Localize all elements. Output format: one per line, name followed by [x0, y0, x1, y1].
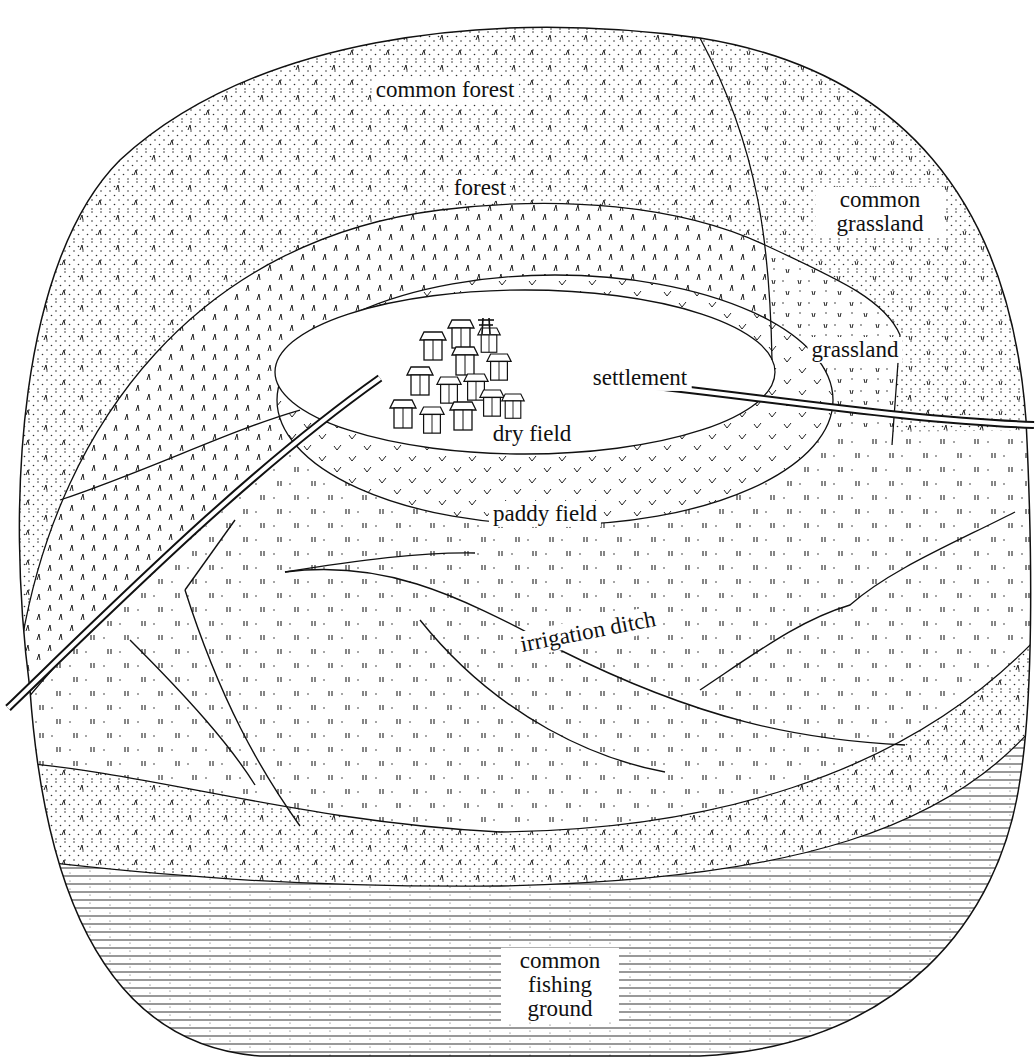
- region-label: common fishing ground: [501, 948, 619, 1022]
- region-label: common grassland: [816, 187, 944, 237]
- settlement-area: [275, 290, 775, 454]
- region-label: dry field: [489, 421, 576, 447]
- settlement-houses: [390, 320, 524, 433]
- region-label: common forest: [372, 77, 519, 103]
- irrigation-ditches: [130, 512, 1015, 826]
- fishing-ground-area: [0, 725, 1035, 1061]
- region-label: forest: [450, 175, 510, 201]
- shrine-symbol: [478, 318, 494, 334]
- region-label: settlement: [589, 365, 692, 391]
- region-label: paddy field: [489, 501, 601, 527]
- roads: [8, 378, 1034, 708]
- region-boundaries: [10, 38, 1035, 886]
- region-label: grassland: [808, 337, 903, 363]
- village-outline: [19, 27, 1030, 1056]
